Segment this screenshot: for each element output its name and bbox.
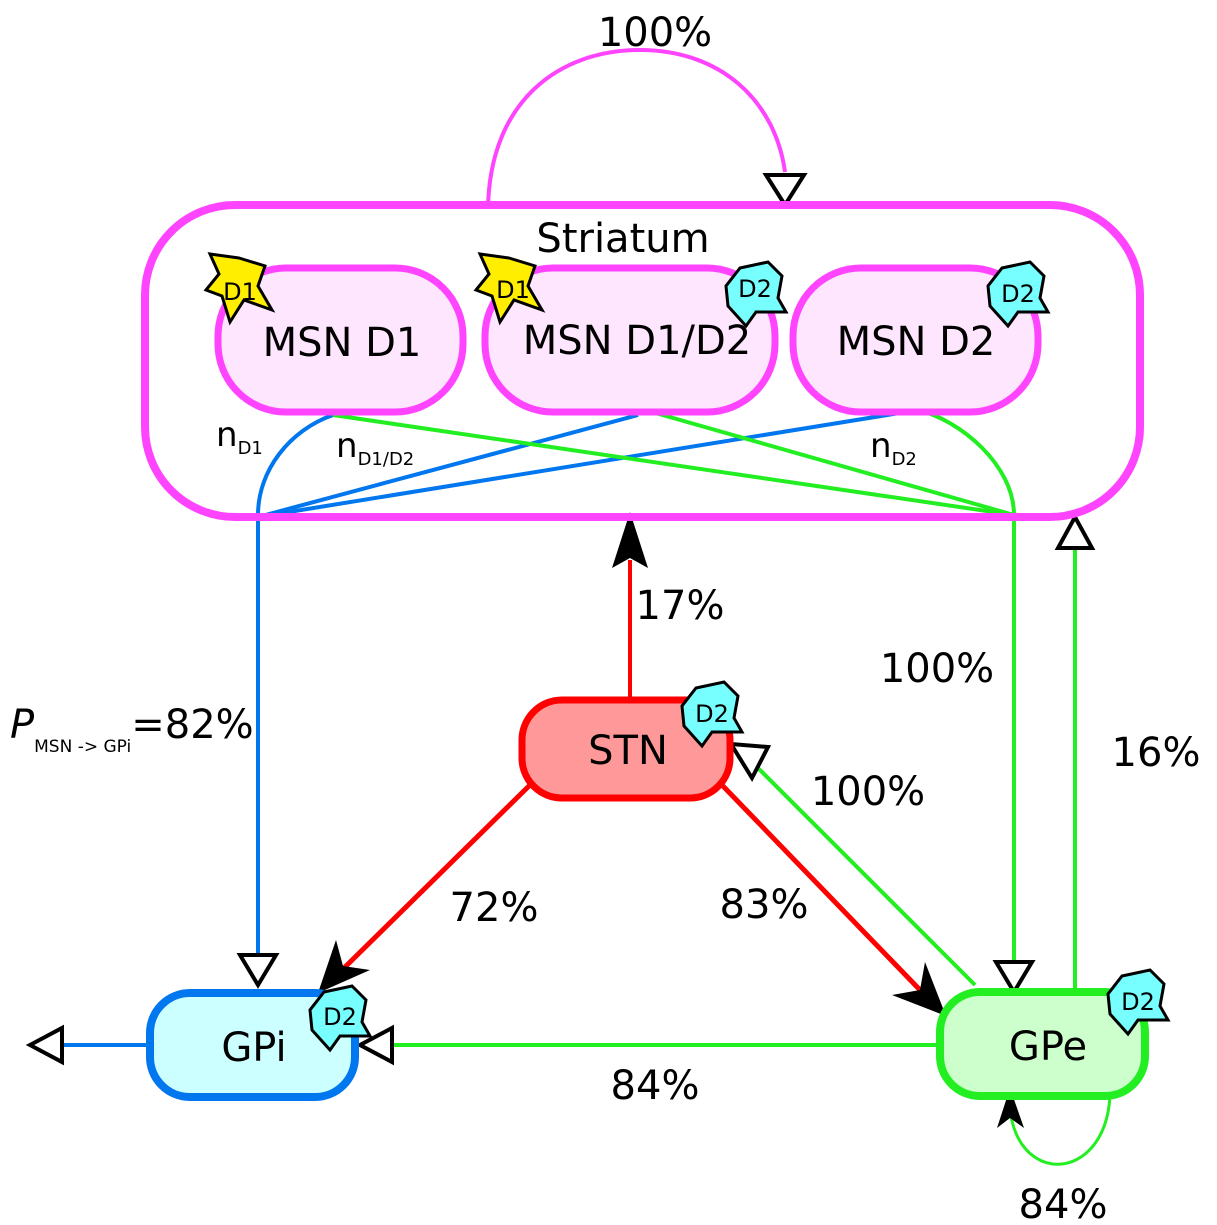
d1-receptor-label-msn-d1: D1 (223, 278, 257, 306)
d2-receptor-label-stn: D2 (695, 700, 729, 728)
msn-d2-node[interactable] (789, 264, 1042, 416)
d2-receptor-badge-stn (680, 680, 745, 749)
msn-d2-to-gpe-edge (917, 408, 1016, 962)
d1-receptor-badge-msn-d1 (203, 252, 276, 326)
n-d1-label: nD1 (216, 415, 263, 459)
msn-d1-node[interactable] (214, 264, 467, 416)
stn-to-gpe-arrowhead (892, 962, 946, 1016)
d2-receptor-label-gpi: D2 (323, 1003, 357, 1031)
d1-receptor-badge-msn-d1d2 (473, 252, 546, 326)
d2-receptor-label-msn-d2: D2 (1001, 280, 1035, 308)
msn-d1d2-label: MSN D1/D2 (523, 318, 752, 364)
d2-receptor-badge-msn-d1d2 (724, 260, 789, 329)
gpe-to-gpi-arrowhead (355, 1024, 394, 1066)
gpe-to-gpi-percent: 84% (611, 1063, 700, 1109)
msn-d2-label: MSN D2 (837, 319, 996, 365)
gpi-label: GPi (221, 1025, 286, 1071)
stn-to-gpi-arrowhead (318, 940, 370, 993)
gpe-input-arrowhead (992, 960, 1036, 996)
gpi-output-arrowhead (25, 1024, 64, 1066)
striatum-box (141, 201, 1144, 521)
gpe-to-striatum-arrowhead (1054, 512, 1096, 550)
stn-to-gpe-edge (720, 783, 922, 992)
gpe-to-stn-edge (756, 766, 977, 987)
stn-node[interactable] (518, 696, 734, 802)
d2-receptor-label-gpe: D2 (1121, 988, 1155, 1016)
gpe-to-stn-percent: 100% (811, 769, 925, 815)
stn-to-striatum-arrowhead (612, 512, 648, 568)
msn-d1-to-gpi-edge (256, 413, 334, 955)
d1-receptor-label-msn-d1d2: D1 (496, 276, 530, 304)
d2-receptor-badge-gpe (1106, 968, 1171, 1037)
gpe-to-stn-arrowhead (727, 741, 772, 783)
striatum-to-gpe-percent: 100% (880, 646, 994, 692)
d2-receptor-badge-gpi (308, 984, 373, 1053)
stn-label: STN (588, 728, 668, 774)
msn-d1-label: MSN D1 (263, 320, 422, 366)
gpe-self-percent: 84% (1019, 1182, 1108, 1225)
striatum-label: Striatum (536, 216, 709, 262)
stn-to-gpi-percent: 72% (450, 885, 539, 931)
stn-to-gpi-edge (340, 783, 532, 972)
gpi-input-arrowhead (236, 953, 280, 989)
msn-d1-to-gpe-edge (332, 413, 1015, 517)
gpi-node[interactable] (146, 989, 359, 1101)
n-d1d2-label: nD1/D2 (336, 426, 414, 470)
stn-to-striatum-percent: 17% (636, 583, 725, 629)
msn-d1d2-to-gpe-edge (644, 408, 1015, 517)
striatum-self-percent: 100% (598, 10, 712, 56)
striatum-self-loop (486, 47, 787, 209)
msn-d1d2-node[interactable] (481, 264, 779, 416)
gpe-label: GPe (1009, 1024, 1087, 1070)
msn-d1d2-to-gpi-edge (257, 413, 639, 519)
gpe-self-arrowhead (997, 1088, 1024, 1128)
d2-receptor-label-msn-d1d2: D2 (738, 275, 772, 303)
msn-d2-to-gpi-edge (257, 408, 919, 519)
p-msn-gpi-label: PMSN -> GPi=82% (10, 702, 254, 757)
gpe-node[interactable] (936, 988, 1149, 1100)
stn-to-gpe-percent: 83% (720, 882, 809, 928)
gpe-to-striatum-percent: 16% (1112, 730, 1201, 776)
striatum-self-arrowhead (762, 173, 808, 209)
d2-receptor-badge-msn-d2 (986, 260, 1051, 329)
gpe-self-loop (1008, 1089, 1112, 1166)
n-d2-label: nD2 (870, 426, 917, 470)
